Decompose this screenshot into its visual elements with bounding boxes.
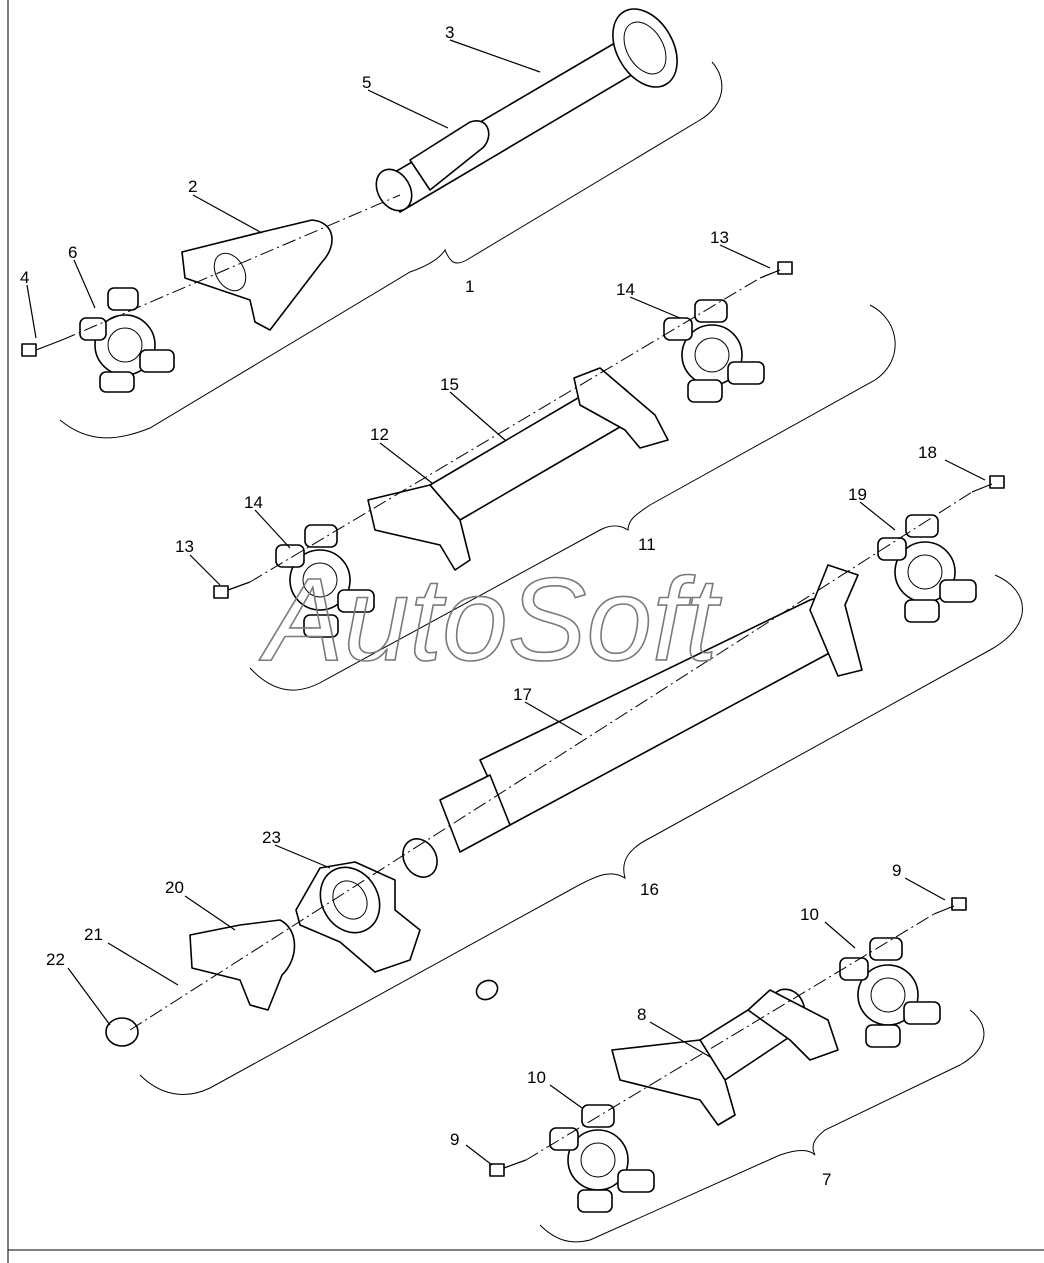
callout-11: 11 — [638, 535, 656, 554]
weld-yoke-11 — [573, 367, 669, 449]
callout-18: 18 — [918, 443, 937, 462]
leader-22 — [67, 967, 111, 1026]
callout-9-lower: 9 — [450, 1130, 459, 1149]
washer-21 — [475, 979, 499, 1001]
callout-14-lower: 14 — [244, 493, 263, 512]
callout-3: 3 — [445, 23, 454, 42]
leader-13-lower — [189, 554, 221, 586]
spline-end-5 — [375, 168, 413, 212]
slip-yoke-12 — [367, 484, 471, 571]
tube-5 — [409, 119, 490, 191]
callout-2: 2 — [188, 177, 197, 196]
nut-22 — [105, 1017, 139, 1047]
callout-16: 16 — [640, 880, 659, 899]
center-bearing-23 — [295, 861, 421, 973]
axis-line-7 — [525, 913, 935, 1161]
shaft-end-17 — [402, 838, 438, 878]
leader-8 — [649, 1021, 713, 1059]
spline-17 — [439, 774, 511, 853]
leader-3 — [449, 39, 541, 73]
group-1-brace — [59, 61, 723, 439]
flange-3 — [612, 8, 678, 88]
callout-15: 15 — [440, 375, 459, 394]
leader-17 — [524, 701, 583, 736]
axis-line-11 — [249, 277, 761, 583]
leader-14-upper — [629, 296, 681, 319]
group-1 — [21, 8, 723, 439]
callout-12: 12 — [370, 425, 389, 444]
bolt-4 — [21, 339, 63, 357]
leader-13-upper — [719, 244, 771, 269]
callout-14-upper: 14 — [616, 280, 635, 299]
leader-14-lower — [254, 509, 291, 549]
leader-5 — [367, 89, 449, 129]
slip-yoke-2 — [181, 219, 333, 331]
bolt-13-upper — [759, 261, 793, 279]
leader-12 — [379, 442, 433, 484]
callout-10-upper: 10 — [800, 905, 819, 924]
leader-18 — [944, 459, 986, 481]
callout-22: 22 — [46, 950, 65, 969]
universal-joint-14-upper — [663, 299, 765, 403]
callout-4: 4 — [20, 268, 29, 287]
leader-15 — [449, 391, 506, 441]
group-11 — [189, 244, 896, 691]
watermark: AutoSoft — [259, 554, 722, 686]
leader-4 — [26, 284, 37, 339]
callout-13-lower: 13 — [175, 537, 194, 556]
bolt-13-lower — [213, 581, 251, 599]
callout-9-upper: 9 — [892, 861, 901, 880]
group-7 — [465, 877, 985, 1243]
leader-6 — [73, 259, 96, 309]
leader-9-upper — [904, 877, 946, 901]
callout-10-lower: 10 — [527, 1068, 546, 1087]
callout-23: 23 — [262, 828, 281, 847]
bolt-9-upper — [933, 897, 967, 915]
leader-21 — [107, 942, 179, 986]
callout-1: 1 — [465, 277, 474, 296]
yoke-end-17 — [809, 564, 863, 677]
universal-joint-10-lower — [549, 1104, 655, 1213]
weld-yoke-8 — [747, 989, 839, 1061]
slip-yoke-8 — [611, 1039, 736, 1126]
leader-23 — [274, 844, 331, 869]
callout-6: 6 — [68, 243, 77, 262]
callout-5: 5 — [362, 73, 371, 92]
callout-17: 17 — [513, 685, 532, 704]
group-16 — [67, 459, 1023, 1095]
callout-21: 21 — [84, 925, 103, 944]
axis-line-1 — [61, 194, 401, 341]
axis-line-16 — [129, 491, 973, 1031]
universal-joint-10-upper — [839, 937, 941, 1048]
callout-7: 7 — [822, 1170, 831, 1189]
leader-10-upper — [824, 921, 856, 949]
shaft-3 — [377, 36, 645, 213]
callout-19: 19 — [848, 485, 867, 504]
bolt-18 — [971, 475, 1005, 493]
group-11-brace — [249, 304, 896, 691]
leader-10-lower — [549, 1084, 583, 1109]
callout-8: 8 — [637, 1005, 646, 1024]
universal-joint-14-lower — [275, 524, 375, 638]
bolt-9-lower — [489, 1159, 527, 1177]
group-7-brace — [539, 1009, 985, 1243]
leader-19 — [859, 501, 896, 531]
leader-9-lower — [465, 1144, 493, 1166]
group-16-brace — [139, 574, 1023, 1095]
leader-20 — [184, 895, 236, 931]
universal-joint-6 — [79, 287, 175, 393]
callout-13-upper: 13 — [710, 228, 729, 247]
companion-flange-20 — [189, 919, 296, 1011]
callout-20: 20 — [165, 878, 184, 897]
universal-joint-19 — [877, 514, 977, 623]
leader-2 — [192, 194, 263, 234]
